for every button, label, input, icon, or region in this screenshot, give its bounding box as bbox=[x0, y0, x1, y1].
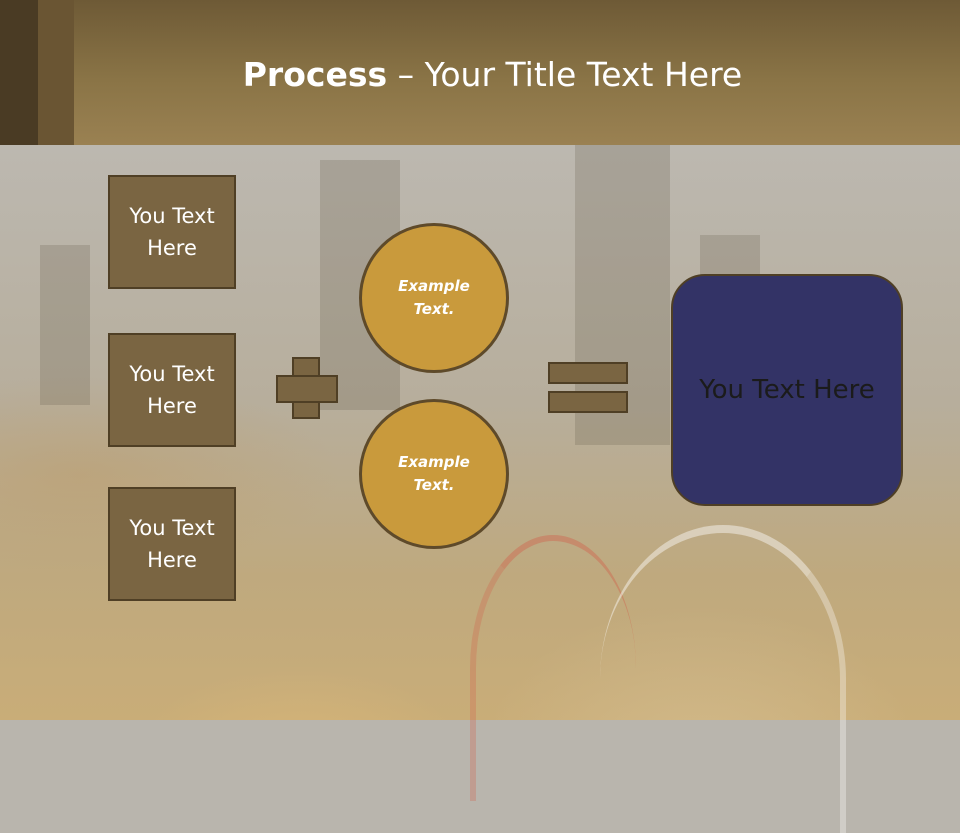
input-box-3[interactable]: You Text Here bbox=[108, 487, 236, 601]
light-trail bbox=[470, 535, 636, 801]
equals-top-bar bbox=[548, 362, 628, 384]
result-box[interactable]: You Text Here bbox=[671, 274, 903, 506]
equals-bottom-bar bbox=[548, 391, 628, 413]
background-building bbox=[40, 245, 90, 405]
slide-title[interactable]: Process – Your Title Text Here bbox=[0, 52, 960, 98]
title-bold: Process bbox=[242, 55, 388, 94]
example-circle-1[interactable]: Example Text. bbox=[359, 223, 509, 373]
input-box-2[interactable]: You Text Here bbox=[108, 333, 236, 447]
header-accent bbox=[38, 0, 74, 145]
plus-center bbox=[294, 377, 318, 401]
title-text: – Your Title Text Here bbox=[387, 55, 743, 94]
header-accent-dark bbox=[0, 0, 38, 145]
input-box-1[interactable]: You Text Here bbox=[108, 175, 236, 289]
title-bar bbox=[0, 0, 960, 145]
example-circle-2[interactable]: Example Text. bbox=[359, 399, 509, 549]
light-trail bbox=[600, 525, 846, 833]
